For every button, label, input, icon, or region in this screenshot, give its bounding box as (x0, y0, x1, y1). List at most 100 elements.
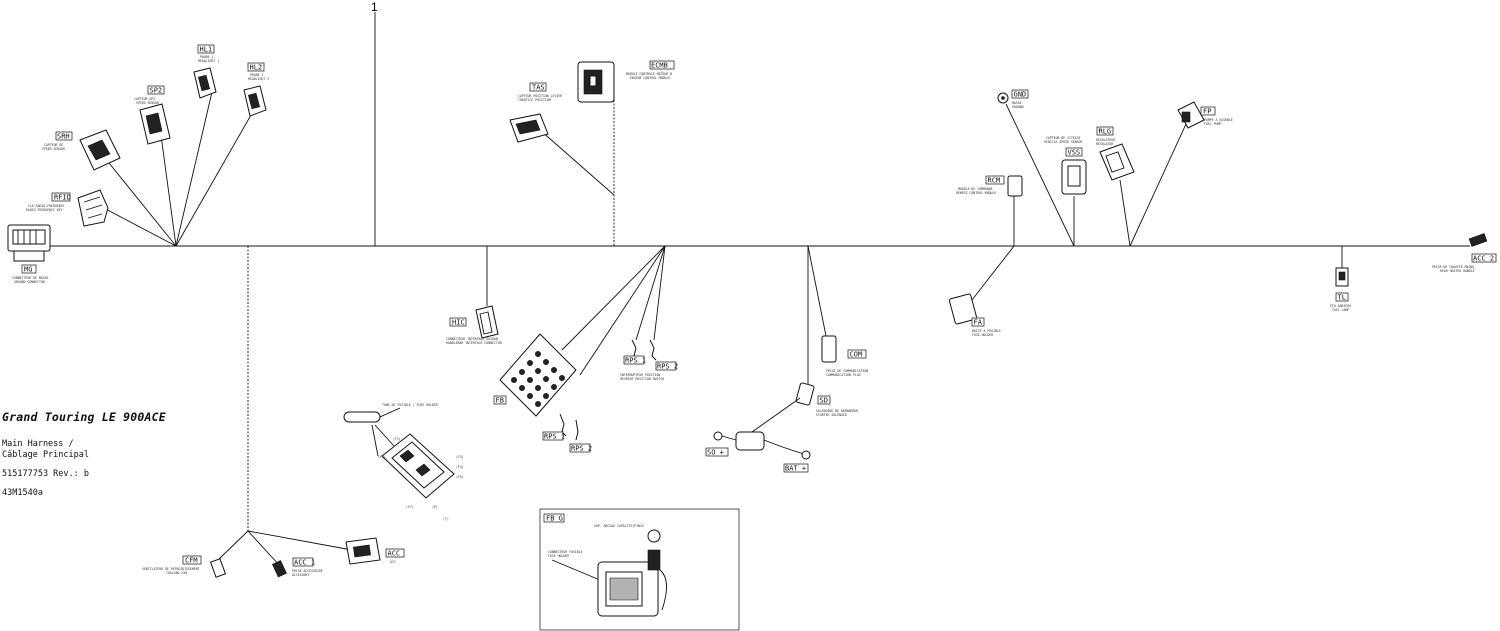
svg-text:GROUND CONNECTOR: GROUND CONNECTOR (14, 280, 45, 284)
svg-text:MODULE CONTROLE MOTEUR B: MODULE CONTROLE MOTEUR B (626, 72, 672, 76)
svg-text:THROTTLE POSITION: THROTTLE POSITION (518, 98, 551, 102)
svg-text:CONNECTEUR FUSIBLE: CONNECTEUR FUSIBLE (548, 550, 583, 554)
svg-text:REAR HEATED HANDLE: REAR HEATED HANDLE (1440, 269, 1475, 273)
label-vss: VSS (1068, 149, 1081, 157)
label-fb-g: FB G (546, 515, 563, 523)
reference-number: 1 (371, 0, 378, 14)
connector-rlg: RLG REGULATEUR REGULATOR (1096, 126, 1135, 181)
svg-text:(F2): (F2) (378, 455, 386, 459)
svg-text:REMOTE CONTROL MODULE: REMOTE CONTROL MODULE (956, 191, 996, 195)
svg-text:REGULATEUR: REGULATEUR (1096, 138, 1115, 142)
connector-hic: HIC CONNECTEUR INTERFACE GUIDON HANDLEBA… (446, 305, 502, 345)
svg-text:SOLENOIDE DE DEMARREUR: SOLENOIDE DE DEMARREUR (816, 409, 858, 413)
connector-fa: FA BOITE A FUSIBLE FUSE HOLDER (948, 293, 1001, 337)
svg-text:(T): (T) (443, 517, 449, 521)
com-branch (807, 245, 827, 337)
connector-fp: FP POMPE A ESSENCE FUEL PUMP (1177, 101, 1233, 129)
label-ecmb: ECMB (651, 62, 668, 70)
connector-srh: SRH CAPTEUR DE SPEED SENSOR (42, 129, 121, 171)
connector-sd: SD SOLENOIDE DE DEMARREUR STARTER SOLENO… (751, 382, 858, 433)
label-hl2: HL2 (250, 64, 263, 72)
left-branch-fan (97, 91, 256, 247)
harness-name-fr: Câblage Principal (2, 450, 89, 460)
connector-rps: RPS 1 RPS 2 RPS 1 RPS 2 INTERRUPTEUR POS… (542, 339, 678, 453)
label-acc2: ACC 2 (1473, 255, 1494, 263)
label-rps2-lower: RPS 2 (571, 445, 592, 453)
label-fp: FP (1203, 108, 1211, 116)
svg-text:PHARE 2: PHARE 2 (250, 73, 264, 77)
svg-text:(R): (R) (432, 505, 438, 509)
svg-text:COMMUNICATION PLUG: COMMUNICATION PLUG (826, 373, 861, 377)
svg-text:CAPTEUR DE: CAPTEUR DE (44, 143, 63, 147)
svg-text:GROUND: GROUND (1012, 105, 1024, 109)
connector-rfid: RFID CLE RADIO-FREQUENCE RADIO FREQUENCY… (26, 189, 109, 227)
label-fb: FB (496, 397, 504, 405)
label-tas: TAS (532, 84, 545, 92)
connector-mg: MG CONNECTEUR DE MASSE GROUND CONNECTOR (7, 224, 51, 284)
label-mg: MG (24, 266, 32, 274)
label-fa: FA (974, 319, 983, 327)
svg-text:VENTILATEUR DE REFROIDISSEMENT: VENTILATEUR DE REFROIDISSEMENT (142, 567, 200, 571)
label-hl1: HL1 (200, 46, 213, 54)
fuse-block-fb: FB (493, 333, 577, 417)
label-gnd: GND (1014, 91, 1027, 99)
svg-text:FEU ARRIERE: FEU ARRIERE (1330, 304, 1351, 308)
svg-text:CAPTEUR SP2: CAPTEUR SP2 (134, 97, 155, 101)
label-hic: HIC (452, 319, 465, 327)
starter-cable: SO + BAT + (705, 431, 811, 473)
label-sp2: SP2 (150, 87, 163, 95)
svg-text:REGULATOR: REGULATOR (1096, 142, 1113, 146)
label-rcm: RCM (988, 177, 1001, 185)
svg-text:FUSE HOLDER: FUSE HOLDER (548, 554, 569, 558)
svg-text:RADIO FREQUENCY KEY: RADIO FREQUENCY KEY (26, 208, 63, 212)
connector-com: COM PRISE DE COMMUNICATION COMMUNICATION… (821, 335, 868, 377)
svg-text:(F5): (F5) (456, 475, 464, 479)
label-rlg: RLG (1099, 128, 1112, 136)
connector-hl2: HL2 PHARE 2 HEADLIGHT 2 (243, 62, 269, 117)
svg-text:SPEED SENSOR: SPEED SENSOR (42, 147, 65, 151)
detail-fb-g: FB G SUP. ARCEAU CAPACITE/PINCE CONNECTE… (539, 508, 740, 631)
svg-text:FUSE HOLDER: FUSE HOLDER (972, 333, 993, 337)
svg-text:CAPTEUR DE VITESSE: CAPTEUR DE VITESSE (1046, 136, 1081, 140)
connector-tl: TL FEU ARRIERE TAIL LAMP (1330, 267, 1351, 312)
relay-box: TUBE DE FUSIBLE / FUSE HOLDER (F1)(F2) (… (343, 403, 464, 521)
svg-text:HANDLEBAR INTERFACE CONNECTOR: HANDLEBAR INTERFACE CONNECTOR (446, 341, 502, 345)
svg-text:ACC: ACC (390, 560, 396, 564)
label-rps1: RPS 1 (625, 357, 646, 365)
label-tl: TL (1338, 294, 1346, 302)
svg-text:VEHICLE SPEED SENSOR: VEHICLE SPEED SENSOR (1044, 140, 1082, 144)
svg-text:STARTER SOLENOID: STARTER SOLENOID (816, 413, 847, 417)
label-com: COM (850, 351, 863, 359)
svg-text:PRISE ACCESSOIRE: PRISE ACCESSOIRE (292, 569, 323, 573)
part-number-revision: 515177753 Rev.: b (2, 469, 89, 479)
connector-hl1: HL1 PHARE 1 HEADLIGHT 1 (193, 44, 219, 99)
svg-text:CONNECTEUR DE MASSE: CONNECTEUR DE MASSE (12, 276, 49, 280)
svg-text:POMPE A ESSENCE: POMPE A ESSENCE (1204, 118, 1233, 122)
svg-text:MODULE DE COMMANDE: MODULE DE COMMANDE (958, 187, 993, 191)
connector-cfm: CFM VENTILATEUR DE REFROIDISSEMENT COOLI… (142, 555, 227, 578)
label-rps2: RPS 2 (657, 363, 678, 371)
connector-ecmb: ECMB MODULE CONTROLE MOTEUR B ENGINE CON… (577, 60, 675, 103)
connector-gnd: GND MASSE GROUND (997, 89, 1029, 109)
svg-text:SPEED SENSOR: SPEED SENSOR (136, 101, 159, 105)
model-title: Grand Touring LE 900ACE (2, 410, 166, 424)
connector-vss: VSS CAPTEUR DE VITESSE VEHICLE SPEED SEN… (1044, 136, 1087, 195)
connector-acc2: ACC 2 PRISE DE CHAUFFE-MAINS REAR HEATED… (1432, 233, 1497, 273)
label-cfm: CFM (185, 557, 198, 565)
connector-tas: TAS CAPTEUR POSITION LEVIER THROTTLE POS… (509, 82, 562, 143)
label-acc: ACC (388, 550, 401, 558)
connector-sp2: SP2 CAPTEUR SP2 SPEED SENSOR (134, 85, 171, 145)
svg-text:(F7): (F7) (406, 505, 414, 509)
svg-text:(F3): (F3) (456, 455, 464, 459)
svg-text:CAPTEUR POSITION LEVIER: CAPTEUR POSITION LEVIER (518, 94, 562, 98)
drawing-number: 43M1540a (2, 488, 43, 498)
svg-text:(F1): (F1) (393, 437, 401, 441)
label-so-plus: SO + (707, 449, 724, 457)
label-rps1-lower: RPS 1 (544, 433, 565, 441)
svg-text:CLE RADIO-FREQUENCE: CLE RADIO-FREQUENCE (28, 204, 65, 208)
connector-rcm: RCM MODULE DE COMMANDE REMOTE CONTROL MO… (956, 175, 1023, 197)
label-bat-plus: BAT + (785, 465, 806, 473)
label-sd: SD (820, 397, 828, 405)
svg-text:PRISE DE COMMUNICATION: PRISE DE COMMUNICATION (826, 369, 868, 373)
